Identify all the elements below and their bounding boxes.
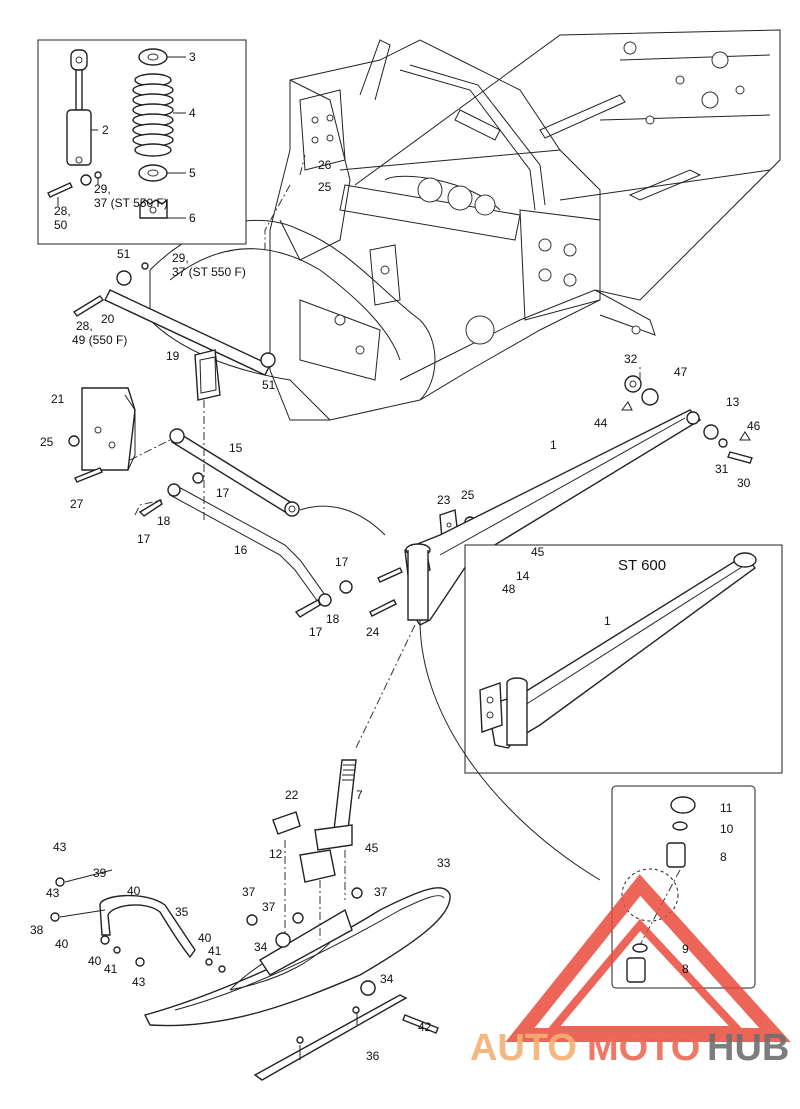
callout-37-c: 37 [374, 885, 388, 899]
plate-21 [68, 387, 136, 483]
callout-1-inset: 1 [604, 614, 611, 628]
handle-35 [50, 869, 226, 973]
shock-absorber [66, 49, 92, 166]
callout-6: 6 [189, 211, 196, 225]
callout-2: 2 [102, 123, 109, 137]
callout-37-b: 37 [262, 900, 276, 914]
callout-28-50-b: 50 [54, 218, 68, 232]
callout-51-top: 51 [117, 247, 131, 261]
watermark-part2: MOTO [587, 1027, 700, 1069]
callout-47: 47 [674, 365, 688, 379]
callout-31: 31 [715, 462, 729, 476]
runner-36 [253, 980, 439, 1081]
callout-17-b: 17 [137, 532, 151, 546]
callout-1-main: 1 [550, 438, 557, 452]
callout-34-b: 34 [380, 972, 394, 986]
callout-40-d: 40 [88, 954, 102, 968]
callout-41-a: 41 [208, 944, 222, 958]
callout-37-a: 37 [242, 885, 256, 899]
callout-17-a: 17 [216, 486, 230, 500]
callout-30: 30 [737, 476, 751, 490]
callout-16: 16 [234, 543, 248, 557]
callout-45-a: 45 [531, 545, 545, 559]
callout-5: 5 [189, 166, 196, 180]
link-rod-15 [169, 428, 300, 517]
inset-title: ST 600 [618, 557, 666, 574]
callout-40-a: 40 [127, 884, 141, 898]
watermark-part3: HUB [707, 1027, 789, 1069]
callout-43-c: 43 [132, 975, 146, 989]
callout-39: 39 [93, 866, 107, 880]
link-16 [138, 472, 353, 618]
callout-33: 33 [437, 856, 451, 870]
callout-13: 13 [726, 395, 740, 409]
callout-35: 35 [175, 905, 189, 919]
callout-28-50-a: 28, [54, 204, 71, 218]
callout-26: 26 [318, 158, 332, 172]
callout-29-37-mid-b: 37 (ST 550 F) [172, 265, 246, 279]
callout-18-a: 18 [157, 514, 171, 528]
callout-25-left: 25 [40, 435, 54, 449]
callout-28-49-a: 28, [76, 319, 93, 333]
callout-8-a: 8 [720, 850, 727, 864]
callout-8-b: 8 [682, 962, 689, 976]
shock-inset-box [37, 39, 247, 245]
callout-29-37-a: 29, [94, 182, 111, 196]
callout-51-mid: 51 [262, 378, 276, 392]
callout-27: 27 [70, 497, 84, 511]
spring [132, 48, 174, 219]
callout-36: 36 [366, 1049, 380, 1063]
callout-4: 4 [189, 106, 196, 120]
callout-10: 10 [720, 822, 734, 836]
callout-12: 12 [269, 847, 283, 861]
callout-38: 38 [30, 923, 44, 937]
callout-40-c: 40 [198, 931, 212, 945]
callout-18-b: 18 [326, 612, 340, 626]
callout-15: 15 [229, 441, 243, 455]
cushion-12 [272, 811, 336, 883]
watermark-logo [505, 874, 791, 1042]
callout-24: 24 [366, 625, 380, 639]
callout-45-b: 45 [365, 841, 379, 855]
callout-22: 22 [285, 788, 299, 802]
callout-25-mid: 25 [461, 488, 475, 502]
callout-25-top: 25 [318, 180, 332, 194]
callout-42: 42 [418, 1020, 432, 1034]
assembly-lines [129, 154, 681, 946]
callout-11: 11 [720, 801, 733, 815]
callout-41-b: 41 [104, 962, 118, 976]
callout-23: 23 [437, 493, 451, 507]
callout-40-b: 40 [55, 937, 69, 951]
upper-link-20 [72, 262, 276, 376]
callout-20: 20 [101, 312, 115, 326]
callout-29-37-mid-a: 29, [172, 251, 189, 265]
callout-21: 21 [51, 392, 65, 406]
watermark-part1: AUTO [470, 1027, 577, 1069]
callout-34-a: 34 [254, 940, 268, 954]
callout-48: 48 [502, 582, 516, 596]
callout-17-d: 17 [309, 625, 323, 639]
callout-labels: 2 3 4 5 6 28, 50 29, 37 (ST 550 F) 26 25… [30, 50, 761, 1063]
callout-29-37-b: 37 (ST 550 F) [94, 196, 168, 210]
watermark-text: AUTO MOTO HUB [470, 1027, 789, 1069]
callout-19: 19 [166, 349, 180, 363]
spindle-7 [314, 759, 357, 851]
callout-9: 9 [682, 942, 689, 956]
callout-43-a: 43 [53, 840, 67, 854]
bracket-19 [194, 349, 221, 401]
callout-14: 14 [516, 569, 530, 583]
st600-inset [464, 544, 783, 774]
callout-32: 32 [624, 352, 638, 366]
callout-28-49-b: 49 (550 F) [72, 333, 127, 347]
callout-44: 44 [594, 416, 608, 430]
callout-46: 46 [747, 419, 761, 433]
callout-7: 7 [356, 788, 363, 802]
callout-17-c: 17 [335, 555, 349, 569]
callout-3: 3 [189, 50, 196, 64]
callout-43-b: 43 [46, 886, 60, 900]
